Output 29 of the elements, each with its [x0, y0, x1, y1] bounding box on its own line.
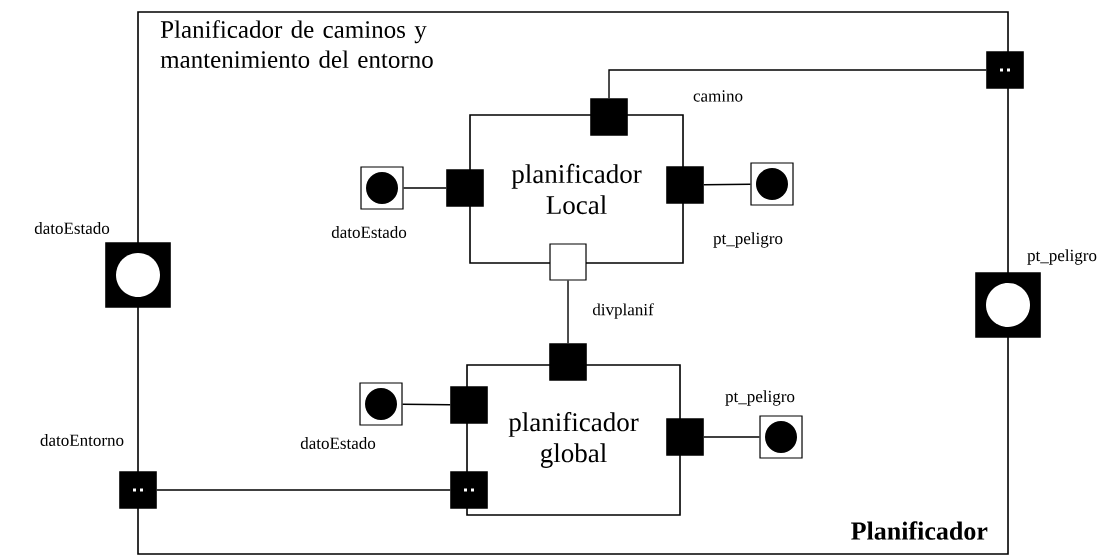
port-symbol: [450, 386, 488, 424]
component-label: planificador Local: [511, 163, 642, 215]
port-symbol: [590, 98, 628, 136]
edge-label: camino: [692, 89, 745, 103]
port-label: datoEntorno: [40, 434, 124, 446]
port-symbol: [666, 418, 704, 456]
port-label: datoEstado: [331, 226, 407, 238]
container-label: Planificador: [851, 521, 988, 540]
port-symbol: [446, 169, 484, 207]
connector: [703, 436, 761, 438]
connector: [156, 489, 451, 491]
component-label: planificador global: [508, 412, 639, 468]
port-symbol: [549, 343, 587, 381]
connector: [703, 183, 752, 186]
port-symbol: [549, 243, 587, 281]
port-label: datoEstado: [300, 437, 376, 449]
port-label: datoEstado: [34, 222, 110, 234]
connector: [401, 403, 451, 406]
port-label: pt_peligro: [725, 390, 795, 406]
port-label: pt_peligro: [713, 232, 783, 248]
connector: [567, 279, 569, 344]
port-symbol: [450, 471, 488, 509]
port-symbol: [666, 166, 704, 204]
title: Planificador de caminos y mantenimiento del entorno: [160, 20, 433, 68]
connector: [402, 187, 447, 189]
port-label: pt_peligro: [1027, 249, 1097, 265]
connector: [608, 69, 987, 99]
edge-label: divplanif: [591, 302, 655, 320]
port-symbol: [986, 51, 1024, 89]
